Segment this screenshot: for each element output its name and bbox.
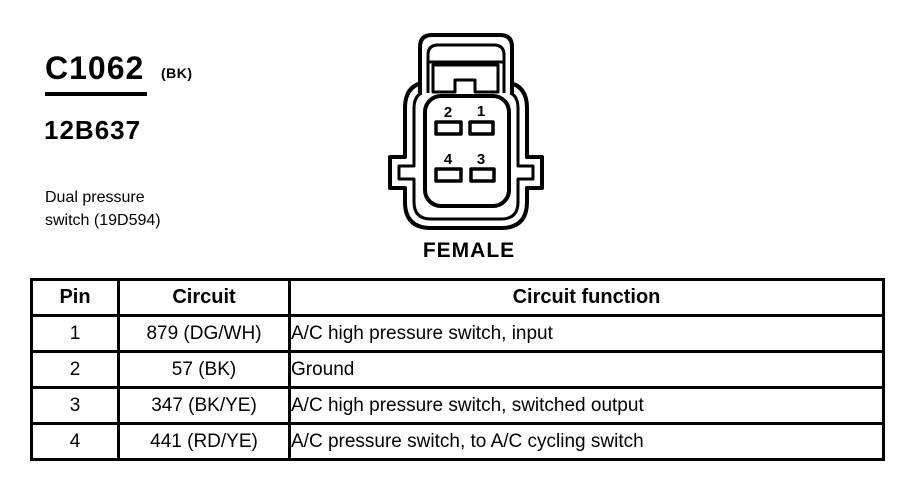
table-header-row: Pin Circuit Circuit function bbox=[30, 278, 885, 317]
pin-slot-4 bbox=[434, 167, 463, 183]
table-row: 3 347 (BK/YE) A/C high pressure switch, … bbox=[30, 386, 885, 425]
connector-face-diagram: 2 1 4 3 bbox=[388, 33, 544, 230]
pin-cell: 2 bbox=[30, 350, 120, 389]
circuit-cell: 441 (RD/YE) bbox=[117, 422, 291, 461]
pin-cavity-outline bbox=[423, 94, 511, 208]
part-description-line1: Dual pressure bbox=[45, 189, 145, 206]
circuit-cell: 57 (BK) bbox=[117, 350, 291, 389]
pin-cell: 3 bbox=[30, 386, 120, 425]
circuit-cell: 879 (DG/WH) bbox=[117, 314, 291, 353]
connector-id-block: C1062 (BK) bbox=[45, 50, 192, 96]
circuit-function-cell: A/C high pressure switch, input bbox=[288, 314, 885, 353]
connector-pin-label: 3 bbox=[477, 151, 485, 168]
connector-gender-label: FEMALE bbox=[422, 239, 516, 262]
table-row: 1 879 (DG/WH) A/C high pressure switch, … bbox=[30, 314, 885, 353]
connector-pin-label: 2 bbox=[444, 104, 452, 121]
connector-color-code: (BK) bbox=[161, 65, 193, 81]
col-header-circuit-function: Circuit function bbox=[288, 278, 885, 317]
part-number: 12B637 bbox=[44, 115, 142, 145]
pin-slot-3 bbox=[469, 167, 496, 183]
latch-outer-outline bbox=[418, 33, 514, 93]
pinout-table: Pin Circuit Circuit function 1 879 (DG/W… bbox=[30, 278, 885, 461]
col-header-circuit: Circuit bbox=[117, 278, 291, 317]
pin-cell: 1 bbox=[30, 314, 120, 353]
latch-inner-outline bbox=[426, 43, 506, 93]
part-description-line2: switch (19D594) bbox=[45, 212, 161, 229]
table-row: 4 441 (RD/YE) A/C pressure switch, to A/… bbox=[30, 422, 885, 461]
pin-slot-1 bbox=[468, 120, 495, 136]
circuit-function-cell: Ground bbox=[288, 350, 885, 389]
circuit-function-cell: A/C pressure switch, to A/C cycling swit… bbox=[288, 422, 885, 461]
pinout-table-wrap: Pin Circuit Circuit function 1 879 (DG/W… bbox=[30, 278, 885, 461]
connector-body-outer-outline bbox=[388, 80, 544, 230]
part-description: Dual pressure switch (19D594) bbox=[45, 186, 161, 232]
circuit-cell: 347 (BK/YE) bbox=[117, 386, 291, 425]
pin-cell: 4 bbox=[30, 422, 120, 461]
connector-pin-label: 1 bbox=[477, 103, 485, 120]
pin-slot-2 bbox=[434, 120, 463, 136]
connector-id: C1062 bbox=[45, 50, 148, 96]
col-header-pin: Pin bbox=[30, 278, 120, 317]
circuit-function-cell: A/C high pressure switch, switched outpu… bbox=[288, 386, 885, 425]
connector-pin-label: 4 bbox=[444, 151, 453, 168]
connector-body-inner-outline bbox=[397, 89, 535, 221]
table-row: 2 57 (BK) Ground bbox=[30, 350, 885, 389]
latch-notch bbox=[431, 63, 500, 94]
